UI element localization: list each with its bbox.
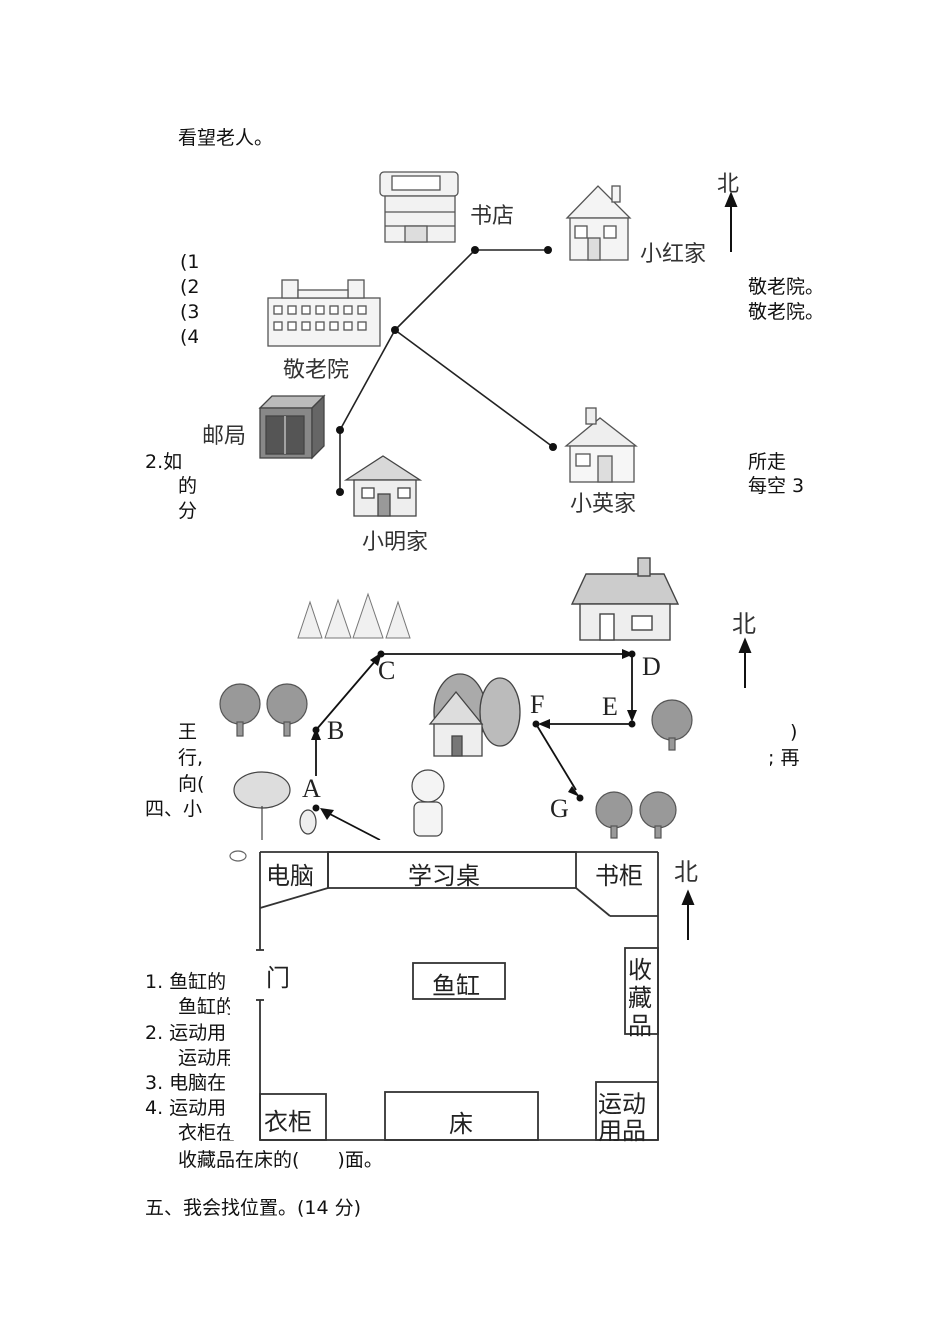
girl-icon [411, 769, 445, 837]
north-arrow-icon [738, 637, 752, 688]
round-trees-icon [219, 683, 693, 839]
room-collection-1: 收 [628, 956, 652, 984]
q-text-line-2: 行, [178, 747, 204, 769]
flower-icon [233, 771, 317, 840]
q2-line-3: 分 [178, 500, 198, 522]
q2-right-1: 所走 [748, 451, 787, 473]
room-plan [229, 850, 695, 1141]
label-post-office: 邮局 [202, 424, 247, 449]
label-north-room: 北 [674, 858, 698, 886]
q2-line-2: 的 [178, 475, 198, 497]
room-sports-1: 运动 [598, 1090, 646, 1118]
question-fragment-1: (1 [180, 251, 200, 273]
q-text-right-2: ; 再 [768, 747, 800, 769]
section4-q1b: 鱼缸的 [178, 996, 236, 1018]
nursing-home-building-icon [267, 279, 381, 347]
point-d: D [642, 652, 661, 681]
question-fragment-4: (4 [180, 326, 200, 348]
point-c: C [378, 656, 396, 685]
section4-q1a: 1. 鱼缸的 [145, 971, 227, 993]
room-desk: 学习桌 [408, 862, 480, 890]
point-f: F [530, 690, 545, 719]
section4-q4c: 收藏品在床的( )面。 [178, 1149, 383, 1171]
room-fish-tank: 鱼缸 [432, 972, 480, 1000]
question-fragment-3: (3 [180, 301, 200, 323]
section4-q2b: 运动用 [178, 1047, 236, 1069]
pine-trees-icon [297, 592, 411, 639]
right-fragment-1: 敬老院。 [748, 276, 825, 298]
xiaoying-house-icon [564, 407, 638, 483]
room-collection-3: 品 [628, 1012, 652, 1040]
room-collection-2: 藏 [628, 984, 652, 1012]
room-bed: 床 [449, 1110, 473, 1138]
post-office-building-icon [258, 394, 326, 460]
point-g: G [550, 794, 569, 823]
route-map [219, 557, 752, 841]
room-wardrobe: 衣柜 [264, 1108, 312, 1136]
point-a: A [302, 774, 321, 803]
q-text-line-1: 王 [178, 721, 198, 743]
room-door: 门 [266, 964, 290, 992]
point-e: E [602, 692, 618, 721]
label-north-map1: 北 [717, 172, 740, 197]
right-fragment-2: 敬老院。 [748, 301, 825, 323]
north-arrow-icon [724, 191, 738, 252]
room-bookcase: 书柜 [595, 862, 643, 890]
question-fragment-2: (2 [180, 276, 200, 298]
q2-right-2: 每空 3 [748, 475, 805, 497]
text-line-visit-elderly: 看望老人。 [178, 127, 274, 149]
point-b: B [327, 716, 345, 745]
label-xiaoming-home: 小明家 [362, 530, 429, 555]
label-bookstore: 书店 [470, 204, 515, 229]
xiaohong-house-icon [565, 185, 632, 261]
section4-q4a: 4. 运动用 [145, 1097, 227, 1119]
q2-line-1: 2.如 [145, 451, 183, 473]
xiaoming-house-icon [343, 455, 423, 517]
q-text-line-3: 向( [178, 773, 205, 795]
room-sports-2: 用品 [598, 1117, 646, 1145]
section4-q2a: 2. 运动用 [145, 1022, 227, 1044]
label-xiaohong-home: 小红家 [640, 242, 707, 267]
label-xiaoying-home: 小英家 [570, 492, 637, 517]
section4-q4b: 衣柜在 [178, 1122, 236, 1144]
q-text-right-1: ) [790, 721, 798, 743]
house-icon [570, 557, 680, 641]
section4-title-fragment: 四、小 [145, 798, 203, 820]
label-north-map2: 北 [732, 610, 756, 638]
label-nursing-home: 敬老院 [283, 358, 350, 383]
section5-title: 五、我会找位置。(14 分) [145, 1197, 362, 1219]
section4-q3: 3. 电脑在 [145, 1072, 227, 1094]
room-computer: 电脑 [266, 862, 314, 890]
north-arrow-icon [681, 889, 695, 940]
town-map [198, 158, 746, 558]
bookstore-building-icon [379, 171, 459, 243]
forest-house-icon [428, 673, 521, 757]
